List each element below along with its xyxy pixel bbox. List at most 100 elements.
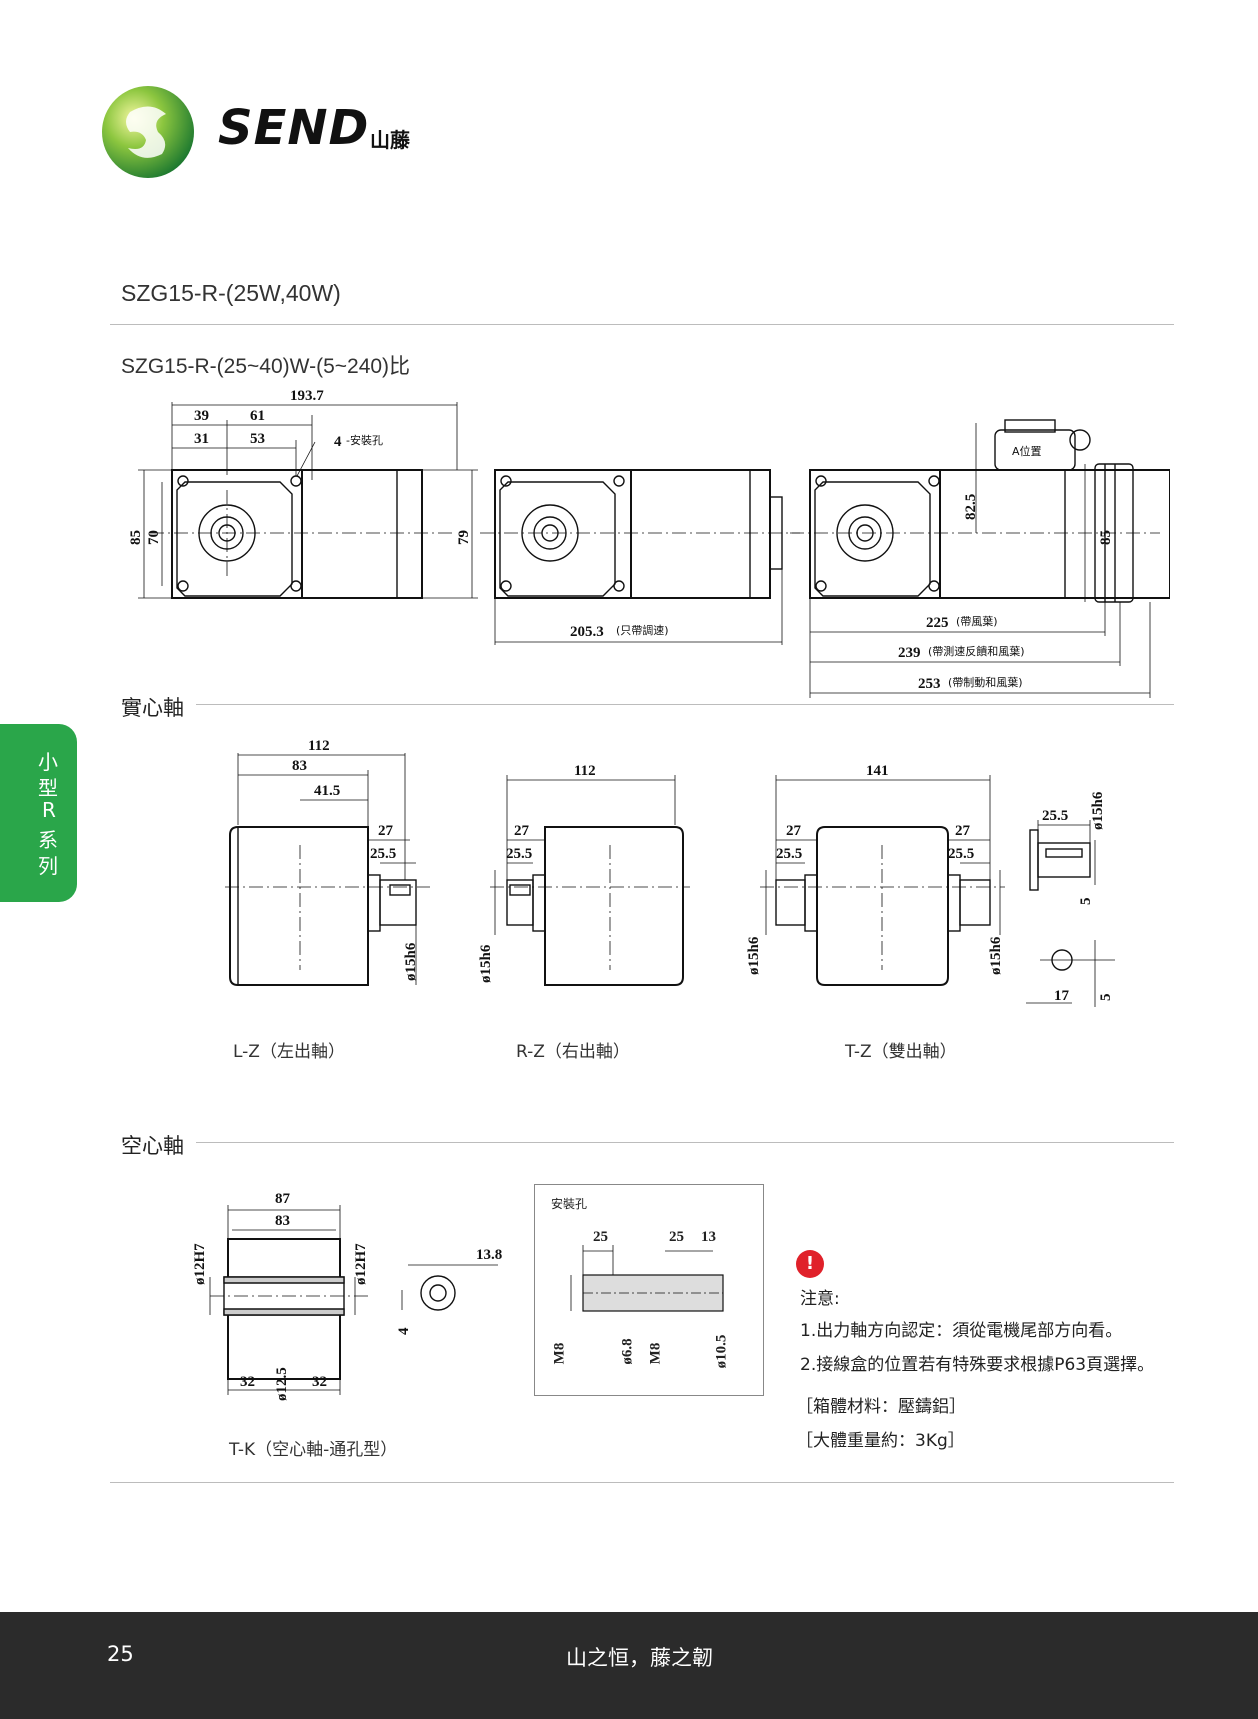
lz-d112: 112	[308, 738, 330, 754]
hollow-shaft-drawings: 87 83 ø12H7 ø12H7 32 ø12.5 32 13.8 4	[192, 1191, 502, 1401]
bottom-divider	[110, 1482, 1174, 1483]
tk-caption: T-K（空心軸-通孔型）	[229, 1440, 398, 1460]
tk-d12-5: ø12.5	[274, 1367, 290, 1401]
side-tab-char: R	[42, 798, 56, 822]
side-tab-char: 系	[38, 828, 58, 852]
detail-d25-5: 25.5	[1042, 808, 1068, 824]
lz-d25-5: 25.5	[370, 846, 396, 862]
dim-225: 225	[926, 615, 949, 631]
lz-d27: 27	[378, 823, 394, 839]
rz-d27: 27	[514, 823, 530, 839]
dim-239: 239	[898, 645, 921, 661]
logo-mark	[102, 86, 194, 178]
tz-drawing	[760, 775, 1005, 986]
mount-d13: 13	[701, 1229, 716, 1245]
mount-d10-5: ø10.5	[713, 1334, 730, 1369]
solid-shaft-drawings: 112 83 41.5 27 25.5 ø15h6 112 27 25.5 ø1…	[225, 738, 1115, 1007]
rz-d112: 112	[574, 763, 596, 779]
mount-m8b: M8	[647, 1342, 664, 1365]
dim-85: 85	[128, 530, 144, 545]
dim-85-right: 85	[1098, 530, 1114, 545]
dim-253-note: (帶制動和風葉)	[948, 675, 1023, 689]
tz-d27b: 27	[955, 823, 971, 839]
subtitle: SZG15-R-(25~40)W-(5~240)比	[121, 355, 411, 378]
mount-m8a: M8	[551, 1342, 568, 1365]
mount-d6-8: ø6.8	[619, 1338, 636, 1365]
tk-d32a: 32	[240, 1374, 255, 1390]
rz-dia: ø15h6	[478, 944, 494, 983]
section-heading-solid: 實心軸	[121, 696, 184, 720]
tz-dia-l: ø15h6	[746, 936, 762, 975]
note-material: ［箱體材料：壓鑄鋁］	[796, 1397, 966, 1417]
box-label: A位置	[1012, 444, 1042, 458]
motor-view-1	[138, 402, 478, 599]
key-d4: 4	[396, 1327, 412, 1335]
tz-d27a: 27	[786, 823, 802, 839]
notes-heading: 注意:	[800, 1289, 840, 1309]
motor-view-3	[790, 419, 1170, 698]
mount-d25a: 25	[593, 1229, 608, 1245]
side-tab-char: 小	[38, 750, 58, 774]
tz-caption: T-Z（雙出軸）	[845, 1042, 957, 1062]
section-divider-hollow	[196, 1142, 1174, 1143]
key-d13-8: 13.8	[476, 1247, 502, 1263]
warning-icon: !	[796, 1250, 824, 1278]
tz-d141: 141	[866, 763, 889, 779]
key-detail	[401, 1264, 498, 1311]
brand-cn: 山藤	[370, 128, 410, 152]
tz-d25-5a: 25.5	[776, 846, 802, 862]
motor-view-2	[480, 469, 800, 645]
footer: 25 山之恒，藤之韌	[0, 1612, 1258, 1719]
brand-name: SEND	[218, 100, 370, 156]
footer-slogan: 山之恒，藤之韌	[566, 1646, 713, 1670]
mount-hole-drawing	[570, 1245, 724, 1312]
rz-d25-5: 25.5	[506, 846, 532, 862]
tk-d32b: 32	[312, 1374, 327, 1390]
title-divider	[110, 324, 1174, 325]
lz-d83: 83	[292, 758, 307, 774]
dim-205-3-note: (只帶調速)	[616, 623, 669, 637]
detail-d17: 17	[1054, 988, 1070, 1004]
dim-82-5: 82.5	[963, 494, 979, 520]
shaft-detail	[1026, 820, 1115, 1007]
dim-53: 53	[250, 431, 265, 447]
note-weight: ［大體重量約：3Kg］	[796, 1431, 965, 1451]
dim-239-note: (帶測速反饋和風葉)	[928, 644, 1025, 658]
mount-hole-label: -安裝孔	[346, 433, 383, 447]
note-item-1: 1.出力軸方向認定：須從電機尾部方向看。	[800, 1321, 1123, 1341]
tk-dia-l: ø12H7	[192, 1243, 208, 1285]
lz-drawing	[225, 753, 430, 986]
dim-193-7: 193.7	[290, 388, 324, 404]
side-tab: 小 型 R 系 列	[0, 724, 77, 902]
logo: SEND 山藤	[100, 82, 460, 182]
dim-31: 31	[194, 431, 209, 447]
detail-d5a: 5	[1078, 898, 1094, 906]
tk-dia-r: ø12H7	[353, 1243, 369, 1285]
page-number: 25	[107, 1642, 134, 1666]
page-title: SZG15-R-(25W,40W)	[121, 280, 341, 306]
detail-d5b: 5	[1098, 994, 1114, 1002]
dim-225-note: (帶風葉)	[956, 614, 998, 628]
mount-d25b: 25	[669, 1229, 684, 1245]
side-tab-char: 型	[38, 776, 58, 800]
mount-hole-title: 安裝孔	[551, 1197, 588, 1211]
tk-d87: 87	[275, 1191, 291, 1207]
rz-caption: R-Z（右出軸）	[516, 1042, 630, 1062]
lz-dia: ø15h6	[403, 942, 419, 981]
detail-dia: ø15h6	[1090, 791, 1106, 830]
note-item-2: 2.接線盒的位置若有特殊要求根據P63頁選擇。	[800, 1355, 1155, 1375]
dim-253: 253	[918, 676, 941, 692]
dim-61: 61	[250, 408, 265, 424]
tk-drawing	[209, 1205, 370, 1395]
section-divider-solid	[196, 704, 1174, 705]
tz-d25-5b: 25.5	[948, 846, 974, 862]
side-tab-char: 列	[38, 854, 58, 878]
lz-caption: L-Z（左出軸）	[233, 1042, 345, 1062]
mount-hole-box: 安裝孔 25 25 13 M8 ø6.8 M8 ø10.5	[534, 1184, 764, 1396]
tk-d83: 83	[275, 1213, 290, 1229]
dim-mount-hole-num: 4	[334, 434, 342, 450]
lz-d41-5: 41.5	[314, 783, 340, 799]
dim-205-3: 205.3	[570, 624, 604, 640]
rz-drawing	[490, 775, 690, 986]
dim-39: 39	[194, 408, 209, 424]
